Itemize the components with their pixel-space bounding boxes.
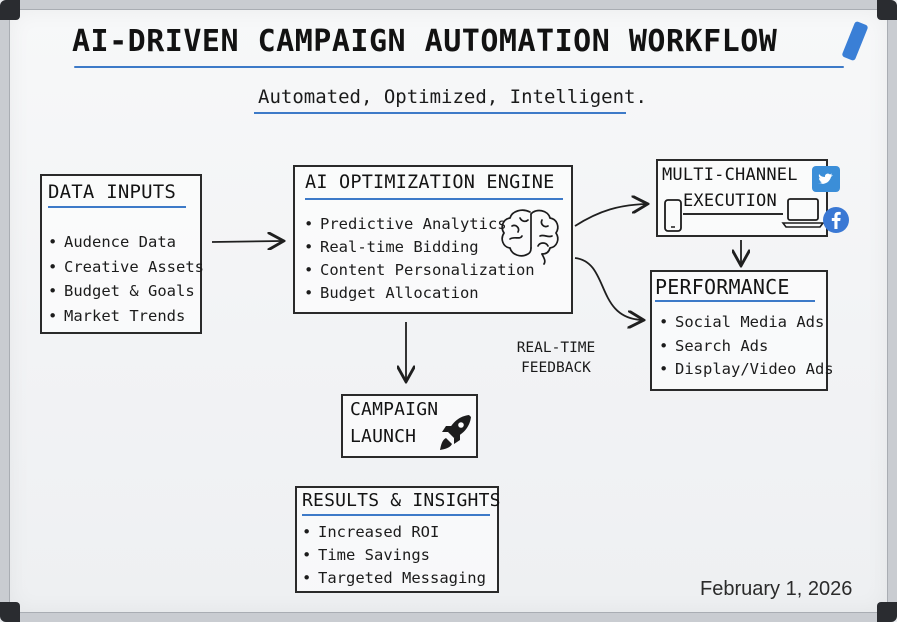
list-item: Targeted Messaging <box>302 567 486 590</box>
title-underline <box>74 66 844 68</box>
feedback-label-line1: REAL-TIME <box>516 340 596 356</box>
multi-channel-underline <box>683 213 783 215</box>
list-item: Market Trends <box>48 304 204 329</box>
campaign-title: CAMPAIGN <box>350 399 439 420</box>
results-list: Increased ROI Time Savings Targeted Mess… <box>302 521 486 590</box>
twitter-icon <box>812 166 840 192</box>
data-inputs-title: DATA INPUTS <box>48 181 177 203</box>
list-item: Social Media Ads <box>659 311 834 335</box>
arrow-engine-to-performance <box>574 257 642 320</box>
list-item: Time Savings <box>302 544 486 567</box>
feedback-label: REAL-TIME FEEDBACK <box>508 338 604 378</box>
performance-list: Social Media Ads Search Ads Display/Vide… <box>659 311 834 382</box>
multi-channel-box <box>656 159 828 237</box>
list-item: Increased ROI <box>302 521 486 544</box>
list-item: Display/Video Ads <box>659 358 834 382</box>
data-inputs-list: Audence Data Creative Assets Budget & Go… <box>48 230 204 328</box>
launch-title: LAUNCH <box>350 426 417 447</box>
board-corner <box>877 0 897 20</box>
list-item: Real-time Bidding <box>304 236 535 259</box>
execution-title: EXECUTION <box>683 191 777 211</box>
date-label: February 1, 2026 <box>700 578 853 600</box>
board-corner <box>0 0 20 20</box>
data-inputs-underline <box>48 206 186 208</box>
facebook-icon <box>823 207 849 233</box>
list-item: Search Ads <box>659 335 834 359</box>
list-item: Budget & Goals <box>48 279 204 304</box>
page-title: AI-DRIVEN CAMPAIGN AUTOMATION WORKFLOW <box>72 24 778 59</box>
laptop-icon <box>781 198 825 228</box>
arrow-inputs-to-engine <box>211 241 282 242</box>
list-item: Content Personalization <box>304 259 535 282</box>
brain-icon <box>501 209 559 265</box>
list-item: Predictive Analytics <box>304 213 535 236</box>
subtitle: Automated, Optimized, Intelligent. <box>258 86 647 108</box>
phone-icon <box>664 199 682 232</box>
multi-channel-title: MULTI-CHANNEL <box>662 165 798 185</box>
ai-engine-underline <box>305 198 563 200</box>
rocket-icon <box>440 415 471 450</box>
results-title: RESULTS & INSIGHTS <box>302 490 501 511</box>
performance-underline <box>655 300 815 302</box>
list-item: Creative Assets <box>48 255 204 280</box>
board-corner <box>0 602 20 622</box>
arrow-engine-to-execution <box>574 204 646 227</box>
ai-engine-list: Predictive Analytics Real-time Bidding C… <box>304 213 535 305</box>
subtitle-underline <box>254 112 626 114</box>
performance-title: PERFORMANCE <box>655 275 790 299</box>
board-corner <box>877 602 897 622</box>
feedback-label-line2: FEEDBACK <box>521 360 591 376</box>
list-item: Audence Data <box>48 230 204 255</box>
list-item: Budget Allocation <box>304 282 535 305</box>
results-underline <box>302 514 490 516</box>
ai-engine-title: AI OPTIMIZATION ENGINE <box>305 172 555 193</box>
